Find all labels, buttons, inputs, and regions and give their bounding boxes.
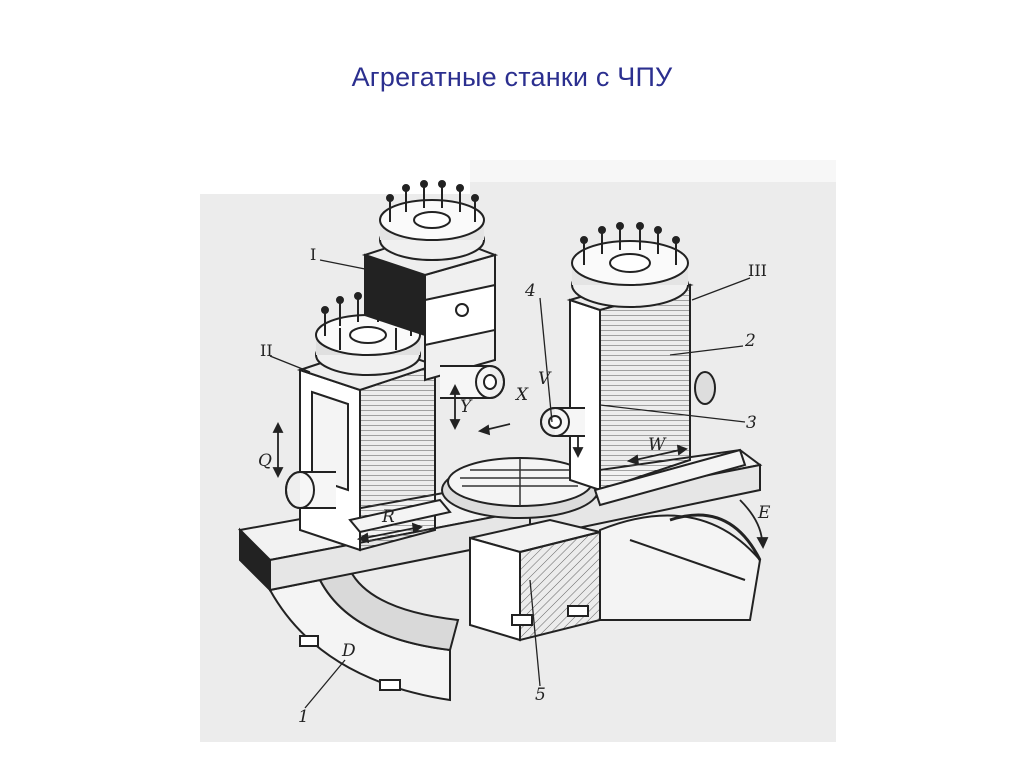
label-Q: Q [258,451,272,471]
centre-slide-block [469,518,601,642]
leader-lines [269,259,751,709]
label-Y: Y [460,397,473,417]
machine-diagram-drawing: I II III 2 3 4 5 1 Q R Y X V W E D [200,160,836,727]
label-3: 3 [746,413,757,433]
base-left-curved [268,568,460,702]
axis-arrows [272,383,769,550]
label-4: 4 [524,281,536,301]
label-unit-II: II [260,341,273,360]
label-V: V [538,369,552,389]
slide-title: Агрегатные станки с ЧПУ [351,62,673,92]
unit-III [540,222,747,507]
label-X: X [514,385,529,405]
base-right-curved [599,513,762,621]
label-unit-III: III [748,261,767,280]
unit-II [285,292,452,552]
label-1: 1 [298,707,309,727]
label-5: 5 [535,685,546,705]
label-unit-I: I [310,245,316,264]
label-2: 2 [744,331,756,351]
label-E: E [757,503,771,523]
label-W: W [648,435,667,455]
unit-I [361,180,505,399]
rotary-table [441,457,599,519]
label-R: R [381,507,395,527]
label-D: D [341,641,356,661]
machine-diagram: I II III 2 3 4 5 1 Q R Y X V W E D [200,160,836,742]
